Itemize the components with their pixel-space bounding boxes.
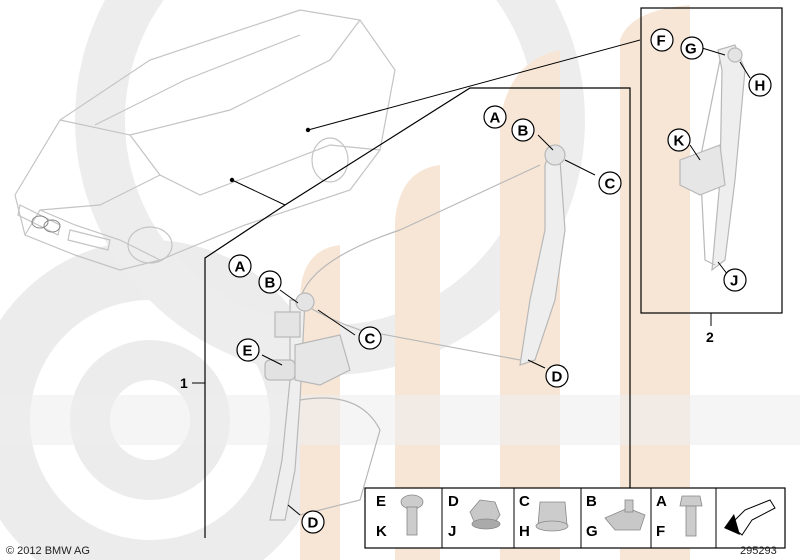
- callout-d-bottom: [301, 510, 325, 534]
- legend-label-h: H: [519, 523, 530, 540]
- leader-line-lower: [231, 179, 286, 206]
- ref-label-2: 2: [706, 329, 714, 345]
- callout-j: [723, 268, 747, 292]
- regulator-assembly-secondary: [679, 44, 746, 272]
- callout-d-bottom-label: D: [308, 515, 319, 532]
- callout-e-left: [236, 338, 260, 362]
- legend-label-c: C: [519, 493, 530, 510]
- legend-label-k: K: [376, 523, 387, 540]
- callout-f-label: F: [657, 33, 666, 50]
- clip-icon: [604, 499, 646, 531]
- callout-a-left-label: A: [235, 259, 246, 276]
- callout-d-right: [545, 364, 569, 388]
- callout-j-label: J: [730, 273, 738, 290]
- callout-b-left: [258, 270, 282, 294]
- screw-icon: [400, 494, 424, 536]
- legend-frame: [364, 487, 786, 549]
- nut-icon: [469, 499, 501, 530]
- legend-label-j: J: [448, 523, 456, 540]
- leader-line-upper: [307, 39, 641, 131]
- callout-f: [650, 28, 674, 52]
- callout-c-left: [358, 326, 382, 350]
- legend-label-f: F: [656, 523, 665, 540]
- callout-a-top-label: A: [490, 110, 501, 127]
- legend-label-b: B: [586, 493, 597, 510]
- kit-frame-1: [204, 87, 631, 538]
- callout-k-label: K: [674, 133, 685, 150]
- callouts-secondary: F G H K J: [650, 28, 772, 292]
- car-outline: [14, 9, 396, 271]
- callout-e-left-label: E: [243, 343, 253, 360]
- callout-d-right-label: D: [552, 369, 563, 386]
- callout-a-top: [483, 105, 507, 129]
- callout-b-left-label: B: [265, 275, 276, 292]
- hardware-legend: E K D J C H B G A F: [364, 487, 786, 549]
- car-grille: [31, 215, 61, 233]
- bolt-icon: [679, 495, 703, 537]
- callout-h: [748, 73, 772, 97]
- legend-label-g: G: [586, 523, 598, 540]
- legend-label-d: D: [448, 493, 459, 510]
- diagram-number: 295293: [740, 545, 777, 557]
- callouts-main: A B C D A B C E D: [228, 105, 622, 534]
- arrow-icon: [724, 499, 776, 536]
- callout-c-top-label: C: [605, 176, 616, 193]
- bushing-icon: [535, 501, 569, 532]
- ref-label-1: 1: [180, 375, 188, 391]
- callout-a-left: [228, 254, 252, 278]
- callout-g: [680, 36, 704, 60]
- callout-b-top: [511, 118, 535, 142]
- legend-label-a: A: [656, 493, 667, 510]
- callout-c-top: [598, 171, 622, 195]
- legend-label-e: E: [376, 493, 386, 510]
- callout-h-label: H: [755, 78, 766, 95]
- copyright-text: © 2012 BMW AG: [6, 545, 90, 557]
- callout-k: [667, 128, 691, 152]
- regulator-assembly-main: [264, 144, 566, 521]
- callout-g-label: G: [685, 41, 697, 58]
- callout-b-top-label: B: [518, 123, 529, 140]
- callout-c-left-label: C: [365, 331, 376, 348]
